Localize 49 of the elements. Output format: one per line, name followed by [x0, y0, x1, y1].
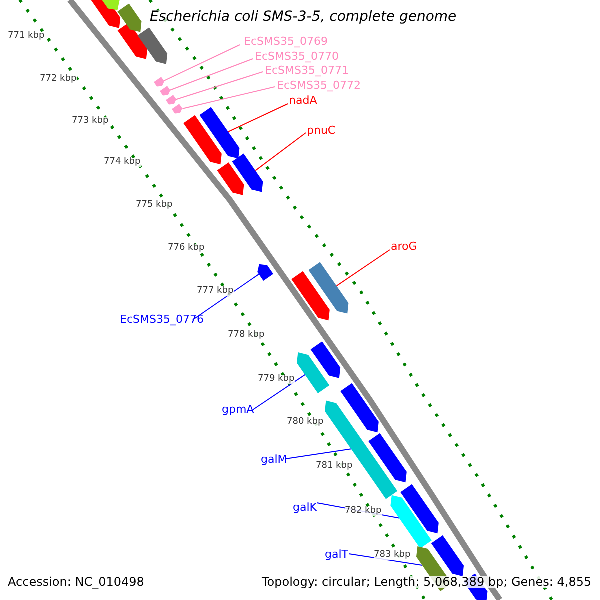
leader-line	[170, 58, 254, 91]
gene-label: EcSMS35_0776	[120, 314, 204, 325]
leader-line	[252, 374, 306, 410]
gene-segment	[154, 77, 164, 87]
scale-label: 775 kbp	[136, 201, 173, 210]
gene-label: EcSMS35_0771	[265, 65, 349, 76]
gene-label: galT	[325, 549, 348, 560]
gene-segment	[160, 86, 170, 96]
scale-label: 771 kbp	[8, 32, 45, 41]
gene-label: EcSMS35_0772	[277, 80, 361, 91]
leader-line	[182, 86, 276, 110]
gene-segment	[308, 262, 349, 314]
leader-line	[164, 44, 240, 82]
leader-line	[336, 250, 390, 287]
gene-label: aroG	[391, 241, 418, 252]
info-text: Accession: NC_010498	[8, 576, 144, 588]
info-text: Topology: circular; Length: 5,068,389 bp; Genes: 4,855	[262, 576, 592, 588]
gene-label: galK	[293, 502, 317, 513]
gene-segment	[172, 104, 182, 114]
gene-label: galM	[261, 454, 288, 465]
gene-segment	[232, 154, 264, 192]
leader-line	[255, 132, 306, 172]
scale-label: 776 kbp	[168, 244, 205, 253]
gene-label: pnuC	[307, 125, 336, 136]
gene-segment	[166, 95, 176, 105]
scale-label: 772 kbp	[40, 75, 77, 84]
leader-line	[176, 72, 264, 100]
gene-segment	[200, 107, 240, 159]
scale-label: 781 kbp	[316, 462, 353, 471]
leader-line	[348, 554, 423, 566]
scale-label: 774 kbp	[104, 158, 141, 167]
scale-label: 778 kbp	[228, 331, 265, 340]
scale-label: 783 kbp	[374, 551, 411, 560]
gene-segment	[297, 352, 330, 394]
scale-label: 782 kbp	[345, 507, 382, 516]
scale-label: 773 kbp	[72, 117, 109, 126]
gene-label: EcSMS35_0770	[255, 51, 339, 62]
leader-line	[192, 274, 260, 320]
scale-label: 779 kbp	[258, 375, 295, 384]
scale-label: 780 kbp	[287, 418, 324, 427]
gene-label: EcSMS35_0769	[244, 36, 328, 47]
gene-segment	[390, 495, 432, 549]
gene-label: nadA	[289, 95, 318, 106]
scale-label: 777 kbp	[197, 287, 234, 296]
gene-label: gpmA	[222, 404, 254, 415]
leader-line	[228, 104, 288, 132]
map-title: Escherichia coli SMS-3-5, complete genome	[150, 10, 457, 24]
gene-segment	[258, 264, 274, 281]
leader-line	[286, 448, 352, 460]
